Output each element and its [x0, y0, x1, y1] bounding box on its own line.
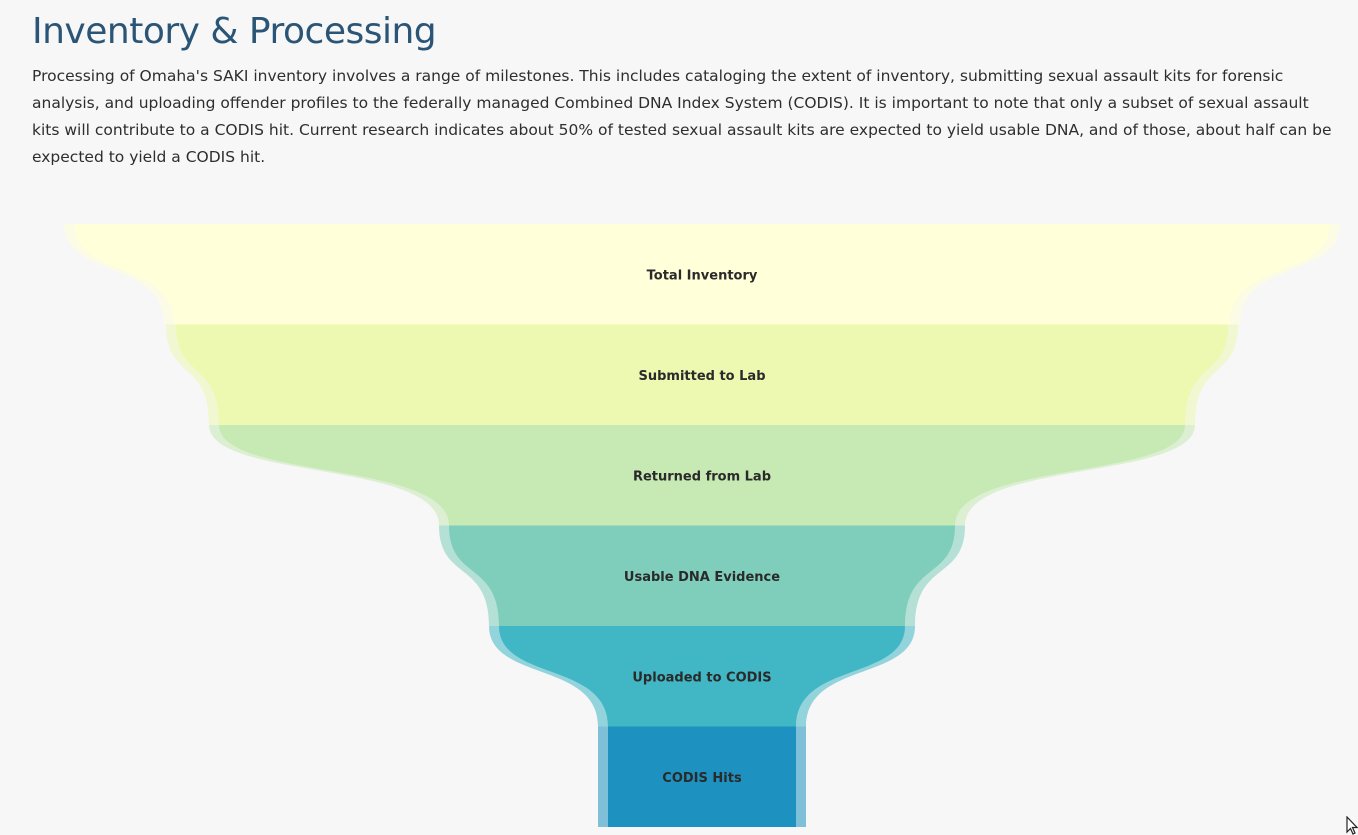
funnel-band	[219, 425, 1185, 526]
mouse-cursor-icon	[1346, 816, 1358, 835]
funnel-bands	[74, 224, 1330, 827]
funnel-band	[608, 726, 796, 827]
funnel-band	[176, 324, 1228, 425]
funnel-band	[499, 626, 905, 727]
funnel-band	[449, 525, 955, 626]
funnel-band	[74, 224, 1330, 325]
funnel-stage-label: Uploaded to CODIS	[632, 670, 771, 685]
funnel-stage-label: CODIS Hits	[662, 771, 742, 786]
funnel-stage-label: Usable DNA Evidence	[624, 570, 780, 585]
page-title: Inventory & Processing	[32, 11, 437, 52]
funnel-stage-label: Returned from Lab	[633, 469, 771, 484]
intro-paragraph: Processing of Omaha's SAKI inventory inv…	[32, 67, 1332, 166]
funnel-stage-label: Total Inventory	[647, 268, 758, 283]
funnel-stage-label: Submitted to Lab	[638, 369, 765, 384]
